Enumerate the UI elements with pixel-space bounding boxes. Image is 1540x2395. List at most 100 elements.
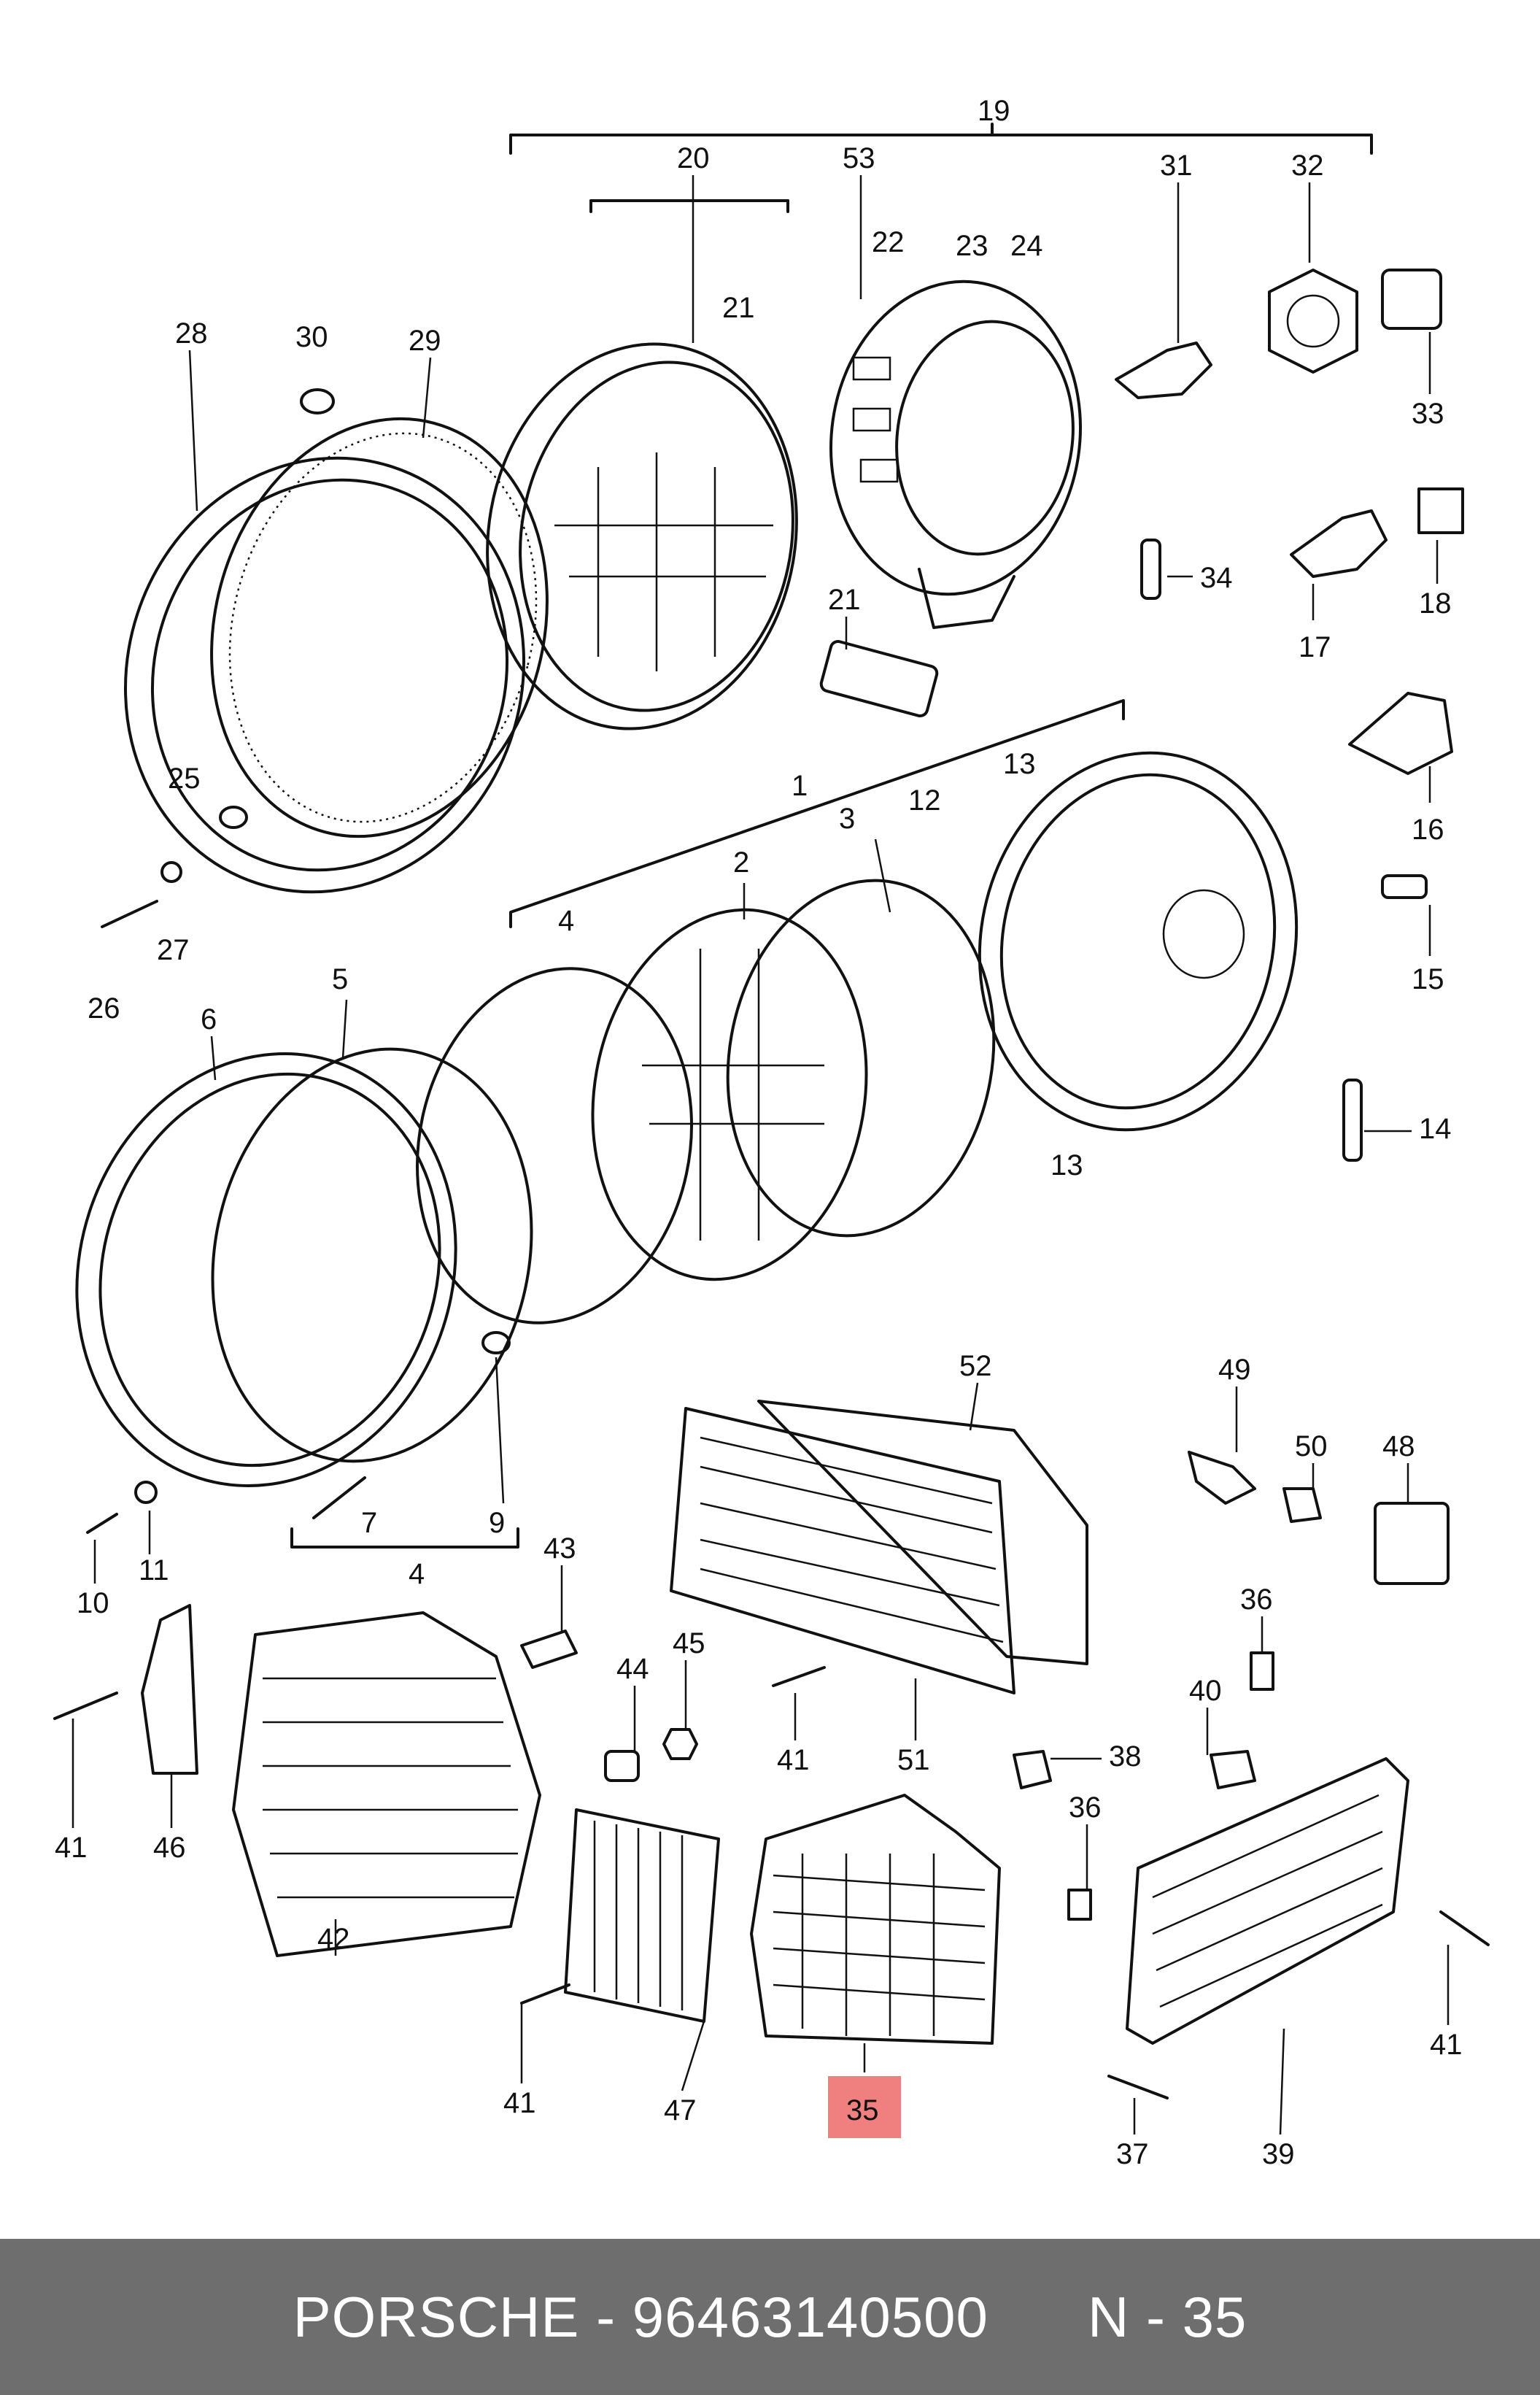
part-label: 20 bbox=[677, 142, 710, 174]
part-29-gasket bbox=[210, 417, 549, 838]
part-label: 46 bbox=[153, 1832, 186, 1864]
part-50-bulb bbox=[1282, 1487, 1322, 1523]
part-label: 41 bbox=[777, 1744, 810, 1776]
highlighted-part-label: 35 bbox=[846, 2094, 879, 2126]
separator-dash: - bbox=[596, 2284, 616, 2349]
part-6-trim-ring bbox=[75, 1052, 457, 1487]
part-49-socket bbox=[1188, 1451, 1256, 1505]
part-label: 4 bbox=[558, 905, 574, 937]
part-label: 39 bbox=[1262, 2138, 1295, 2170]
part-32-socket bbox=[1268, 269, 1358, 374]
bracket-19 bbox=[509, 123, 1373, 155]
part-label: 34 bbox=[1200, 562, 1233, 594]
highlight-box bbox=[828, 2076, 901, 2138]
part-label: 21 bbox=[722, 292, 755, 324]
part-label: 52 bbox=[959, 1350, 992, 1382]
part-39-lens bbox=[1126, 1757, 1409, 2045]
part-label: 21 bbox=[828, 584, 861, 616]
part-label: 10 bbox=[77, 1587, 109, 1619]
part-label: 16 bbox=[1412, 814, 1444, 846]
bracket-1 bbox=[509, 699, 1125, 928]
part-label: 11 bbox=[139, 1554, 169, 1586]
part-42-fog-light bbox=[232, 1611, 541, 1957]
part-label: 51 bbox=[897, 1744, 930, 1776]
part-13-housing bbox=[978, 751, 1299, 1132]
part-label: 26 bbox=[88, 992, 120, 1025]
part-40-bulb bbox=[1210, 1750, 1256, 1789]
part-label: 31 bbox=[1160, 150, 1193, 182]
part-10-screw bbox=[86, 1513, 118, 1534]
part-label: 47 bbox=[664, 2094, 697, 2126]
part-label: 7 bbox=[361, 1507, 377, 1539]
spacer bbox=[988, 2284, 1088, 2350]
part-5-gasket bbox=[211, 1047, 533, 1463]
part-label: 28 bbox=[175, 317, 208, 350]
footer-bar: PORSCHE - 96463140500 N - 35 bbox=[0, 2239, 1540, 2395]
part-label: 53 bbox=[843, 142, 875, 174]
part-label: 24 bbox=[1010, 230, 1043, 262]
part-label: 1 bbox=[792, 770, 808, 802]
part-3-gasket bbox=[726, 879, 996, 1238]
part-label: 42 bbox=[317, 1923, 350, 1955]
part-label: 43 bbox=[543, 1532, 576, 1565]
part-46-trim bbox=[141, 1604, 198, 1775]
part-label: 33 bbox=[1412, 398, 1444, 430]
part-41-screw bbox=[1439, 1910, 1490, 1946]
part-51-lens bbox=[670, 1407, 1015, 1694]
part-label: 48 bbox=[1382, 1430, 1415, 1462]
part-17-bulb bbox=[1290, 509, 1388, 578]
part-47-lens bbox=[564, 1808, 720, 2023]
part-label: 3 bbox=[839, 803, 855, 835]
catalog-reference: N - 35 bbox=[1087, 2284, 1247, 2349]
part-27-washer bbox=[160, 861, 182, 883]
part-26-screw bbox=[101, 900, 158, 928]
part-36-clip bbox=[1067, 1889, 1092, 1921]
part-16-bulb bbox=[1348, 692, 1453, 775]
part-label: 27 bbox=[157, 934, 190, 966]
part-43-bulb bbox=[520, 1630, 578, 1669]
part-9-clip bbox=[481, 1331, 511, 1354]
part-number: 96463140500 bbox=[632, 2284, 988, 2349]
part-label: 13 bbox=[1050, 1149, 1083, 1181]
part-7-screw bbox=[312, 1476, 366, 1519]
part-label: 49 bbox=[1218, 1354, 1251, 1386]
part-label: 15 bbox=[1412, 963, 1444, 995]
part-41-screw bbox=[772, 1666, 826, 1687]
part-label: 14 bbox=[1419, 1113, 1452, 1145]
part-label: 17 bbox=[1299, 631, 1331, 663]
part-label: 23 bbox=[956, 230, 988, 262]
part-label: 12 bbox=[908, 784, 941, 817]
part-37-screw bbox=[1107, 2075, 1169, 2099]
part-30-cap bbox=[300, 388, 335, 414]
part-15-bulb bbox=[1381, 874, 1428, 899]
part-48-side-marker bbox=[1374, 1502, 1450, 1585]
part-44-bulb bbox=[604, 1750, 640, 1782]
part-label: 41 bbox=[1430, 2029, 1463, 2061]
part-41-screw bbox=[520, 1983, 570, 2005]
part-label: 38 bbox=[1109, 1740, 1142, 1773]
part-label: 19 bbox=[978, 95, 1010, 127]
part-label: 36 bbox=[1069, 1792, 1102, 1824]
part-53-bucket bbox=[829, 279, 1082, 629]
part-33-connector bbox=[1381, 269, 1442, 330]
part-label: 40 bbox=[1189, 1675, 1222, 1707]
part-11-washer bbox=[134, 1481, 158, 1504]
part-label: 22 bbox=[872, 226, 905, 258]
part-2-lens bbox=[591, 908, 868, 1281]
part-20-sealed-beam bbox=[486, 342, 798, 730]
leader-lines bbox=[71, 175, 1450, 2135]
part-label: 41 bbox=[55, 1832, 88, 1864]
part-31-bulb bbox=[1115, 342, 1212, 399]
part-label: 29 bbox=[409, 325, 441, 357]
part-52-housing bbox=[757, 1400, 1088, 1665]
part-labels: 19 20 53 31 32 22 23 24 21 28 30 29 33 3… bbox=[55, 95, 1463, 2170]
part-label: 9 bbox=[489, 1507, 505, 1539]
separator bbox=[616, 2284, 632, 2350]
part-36-clip bbox=[1250, 1651, 1274, 1691]
part-38-bulb bbox=[1013, 1750, 1052, 1789]
brand-name: PORSCHE bbox=[293, 2284, 580, 2349]
exploded-parts-diagram: 19 20 53 31 32 22 23 24 21 28 30 29 33 3… bbox=[53, 95, 1490, 2170]
part-35-turn-signal bbox=[750, 1794, 1001, 2045]
part-label: 5 bbox=[332, 963, 348, 995]
part-label: 30 bbox=[295, 321, 328, 353]
